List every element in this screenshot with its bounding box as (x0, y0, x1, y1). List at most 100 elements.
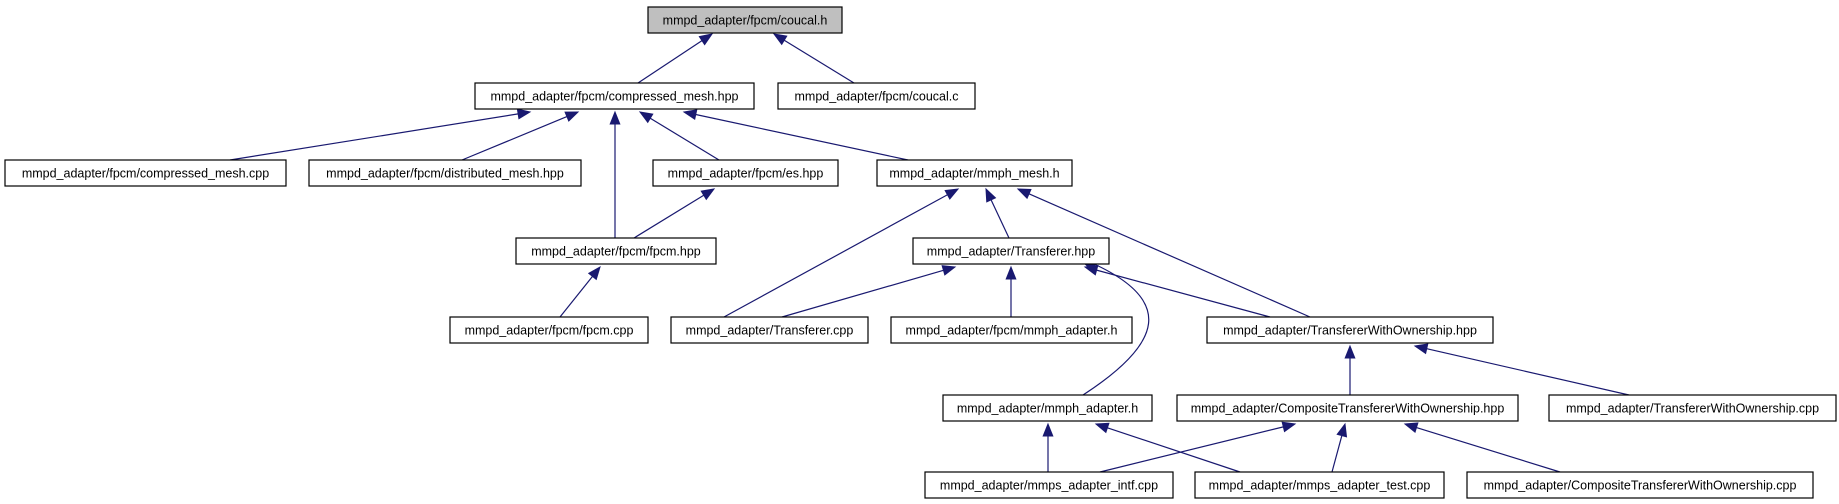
node-fpcm-hpp[interactable]: mmpd_adapter/fpcm/fpcm.hpp (515, 237, 717, 265)
edge-fpcm-hpp-to-compressed-mesh-hpp-arrowhead (609, 110, 621, 125)
node-label: mmpd_adapter/CompositeTransfererWithOwne… (1191, 402, 1505, 416)
edge-mmph-mesh-h-to-compressed-mesh-hpp-line (695, 113, 909, 161)
edge-transferer-cpp-to-mmph-mesh-h (723, 188, 960, 318)
edge-twos-hpp-to-mmph-mesh-h-arrowhead (1016, 188, 1032, 200)
edge-transferer-cpp-to-transferer-hpp (781, 265, 957, 318)
node-box (515, 237, 717, 265)
node-label: mmpd_adapter/fpcm/es.hpp (668, 167, 824, 181)
edge-twos-cpp-to-twos-hpp-line (1426, 348, 1630, 396)
node-distributed-mesh-hpp[interactable]: mmpd_adapter/fpcm/distributed_mesh.hpp (308, 159, 582, 187)
edge-compressed-mesh-cpp-to-compressed-mesh-hpp-line (229, 113, 519, 161)
node-compressed-mesh-hpp[interactable]: mmpd_adapter/fpcm/compressed_mesh.hpp (474, 82, 755, 110)
node-twos-hpp[interactable]: mmpd_adapter/TransfererWithOwnership.hpp (1206, 316, 1494, 344)
node-label: mmpd_adapter/CompositeTransfererWithOwne… (1484, 479, 1797, 493)
node-box (924, 471, 1174, 499)
node-box (942, 394, 1153, 422)
node-coucal-c[interactable]: mmpd_adapter/fpcm/coucal.c (777, 82, 976, 110)
node-twos-cpp[interactable]: mmpd_adapter/TransfererWithOwnership.cpp (1548, 394, 1837, 422)
edge-fpcm-hpp-to-es-hpp-line (633, 194, 705, 239)
edge-es-hpp-to-compressed-mesh-hpp-arrowhead (638, 111, 654, 124)
nodes-layer: mmpd_adapter/fpcm/coucal.h mmpd_adapter/f… (4, 6, 1837, 499)
node-box (912, 237, 1110, 265)
node-label: mmpd_adapter/TransfererWithOwnership.hpp (1223, 324, 1477, 338)
edge-compressed-mesh-cpp-to-compressed-mesh-hpp-arrowhead (516, 108, 532, 120)
node-label: mmpd_adapter/fpcm/compressed_mesh.cpp (22, 167, 269, 181)
node-box (670, 316, 869, 344)
edge-mmps-intf-cpp-to-ctwos-hpp-arrowhead (1281, 421, 1297, 433)
node-label: mmpd_adapter/TransfererWithOwnership.cpp (1566, 402, 1819, 416)
node-label: mmpd_adapter/mmps_adapter_intf.cpp (940, 479, 1158, 493)
edge-mmps-test-cpp-to-ctwos-hpp-arrowhead (1336, 422, 1348, 438)
node-mmps-intf-cpp[interactable]: mmpd_adapter/mmps_adapter_intf.cpp (924, 471, 1174, 499)
edge-fpcm-hpp-to-es-hpp (633, 188, 716, 239)
edge-compressed-mesh-hpp-to-coucal-h (637, 33, 714, 84)
edge-transferer-hpp-to-mmph-mesh-h (985, 187, 1010, 239)
node-label: mmpd_adapter/fpcm/coucal.c (795, 90, 959, 104)
node-box (890, 316, 1133, 344)
node-box (474, 82, 755, 110)
node-label: mmpd_adapter/Transferer.cpp (686, 324, 854, 338)
edge-distributed-mesh-hpp-to-compressed-mesh-hpp (461, 111, 580, 161)
node-box (647, 6, 843, 34)
edge-transferer-cpp-to-transferer-hpp-arrowhead (941, 265, 957, 276)
node-label: mmpd_adapter/fpcm/fpcm.hpp (531, 245, 701, 259)
edge-twos-cpp-to-twos-hpp (1413, 343, 1630, 396)
edge-mmps-intf-cpp-to-mmph-adapter-h-arrowhead (1042, 422, 1054, 437)
node-box (4, 159, 287, 187)
node-ctwos-hpp[interactable]: mmpd_adapter/CompositeTransfererWithOwne… (1176, 394, 1519, 422)
edge-transferer-cpp-to-mmph-mesh-h-line (723, 194, 948, 318)
node-label: mmpd_adapter/fpcm/compressed_mesh.hpp (490, 90, 738, 104)
edge-coucal-c-to-coucal-h (772, 33, 855, 84)
edge-mmps-test-cpp-to-mmph-adapter-h-line (1107, 427, 1241, 473)
edges-layer (229, 33, 1630, 473)
node-mmps-test-cpp[interactable]: mmpd_adapter/mmps_adapter_test.cpp (1194, 471, 1445, 499)
edge-transferer-hpp-to-mmph-mesh-h-arrowhead (985, 187, 997, 203)
edge-fpcm-hpp-to-compressed-mesh-hpp (609, 110, 621, 238)
node-box (876, 159, 1073, 187)
node-mmph-adapter-h[interactable]: mmpd_adapter/mmph_adapter.h (942, 394, 1153, 422)
edge-twos-hpp-to-mmph-mesh-h-line (1028, 193, 1311, 318)
node-label: mmpd_adapter/fpcm/coucal.h (663, 14, 828, 28)
node-transferer-cpp[interactable]: mmpd_adapter/Transferer.cpp (670, 316, 869, 344)
node-coucal-h[interactable]: mmpd_adapter/fpcm/coucal.h (647, 6, 843, 34)
edge-compressed-mesh-hpp-to-coucal-h-line (637, 40, 703, 84)
node-transferer-hpp[interactable]: mmpd_adapter/Transferer.hpp (912, 237, 1110, 265)
edge-ctwos-cpp-to-ctwos-hpp-arrowhead (1403, 422, 1419, 433)
node-box (449, 316, 649, 344)
edge-fpcm-mmph-adapter-h-to-transferer-hpp-arrowhead (1005, 265, 1017, 280)
node-label: mmpd_adapter/mmph_adapter.h (957, 402, 1138, 416)
edge-twos-hpp-to-transferer-hpp-line (1096, 269, 1271, 318)
node-es-hpp[interactable]: mmpd_adapter/fpcm/es.hpp (652, 159, 839, 187)
node-compressed-mesh-cpp[interactable]: mmpd_adapter/fpcm/compressed_mesh.cpp (4, 159, 287, 187)
node-label: mmpd_adapter/Transferer.hpp (927, 245, 1095, 259)
edge-coucal-c-to-coucal-h-line (783, 39, 855, 84)
node-box (1548, 394, 1837, 422)
node-box (652, 159, 839, 187)
node-label: mmpd_adapter/fpcm/mmph_adapter.h (906, 324, 1118, 338)
edge-ctwos-cpp-to-ctwos-hpp (1403, 422, 1561, 473)
edge-twos-cpp-to-twos-hpp-arrowhead (1413, 343, 1429, 355)
edge-transferer-cpp-to-transferer-hpp-line (781, 269, 944, 318)
edge-mmps-test-cpp-to-mmph-adapter-h-arrowhead (1094, 422, 1110, 434)
edge-mmps-test-cpp-to-ctwos-hpp-line (1331, 435, 1343, 473)
edge-compressed-mesh-hpp-to-coucal-h-arrowhead (698, 33, 714, 46)
node-fpcm-mmph-adapter-h[interactable]: mmpd_adapter/fpcm/mmph_adapter.h (890, 316, 1133, 344)
edge-es-hpp-to-compressed-mesh-hpp-line (649, 117, 720, 161)
edge-coucal-c-to-coucal-h-arrowhead (772, 33, 788, 46)
node-mmph-mesh-h[interactable]: mmpd_adapter/mmph_mesh.h (876, 159, 1073, 187)
node-box (308, 159, 582, 187)
node-box (1466, 471, 1814, 499)
edge-ctwos-hpp-to-twos-hpp (1344, 344, 1356, 395)
node-ctwos-cpp[interactable]: mmpd_adapter/CompositeTransfererWithOwne… (1466, 471, 1814, 499)
edge-fpcm-hpp-to-es-hpp-arrowhead (700, 188, 716, 201)
edge-mmps-test-cpp-to-mmph-adapter-h (1094, 422, 1241, 473)
node-label: mmpd_adapter/fpcm/distributed_mesh.hpp (326, 167, 564, 181)
edge-mmps-intf-cpp-to-mmph-adapter-h (1042, 422, 1054, 472)
node-fpcm-cpp[interactable]: mmpd_adapter/fpcm/fpcm.cpp (449, 316, 649, 344)
node-label: mmpd_adapter/fpcm/fpcm.cpp (465, 324, 634, 338)
edge-twos-hpp-to-mmph-mesh-h (1016, 188, 1311, 318)
node-box (1176, 394, 1519, 422)
edge-fpcm-mmph-adapter-h-to-transferer-hpp (1005, 265, 1017, 317)
node-label: mmpd_adapter/mmps_adapter_test.cpp (1209, 479, 1431, 493)
edge-es-hpp-to-compressed-mesh-hpp (638, 111, 720, 161)
